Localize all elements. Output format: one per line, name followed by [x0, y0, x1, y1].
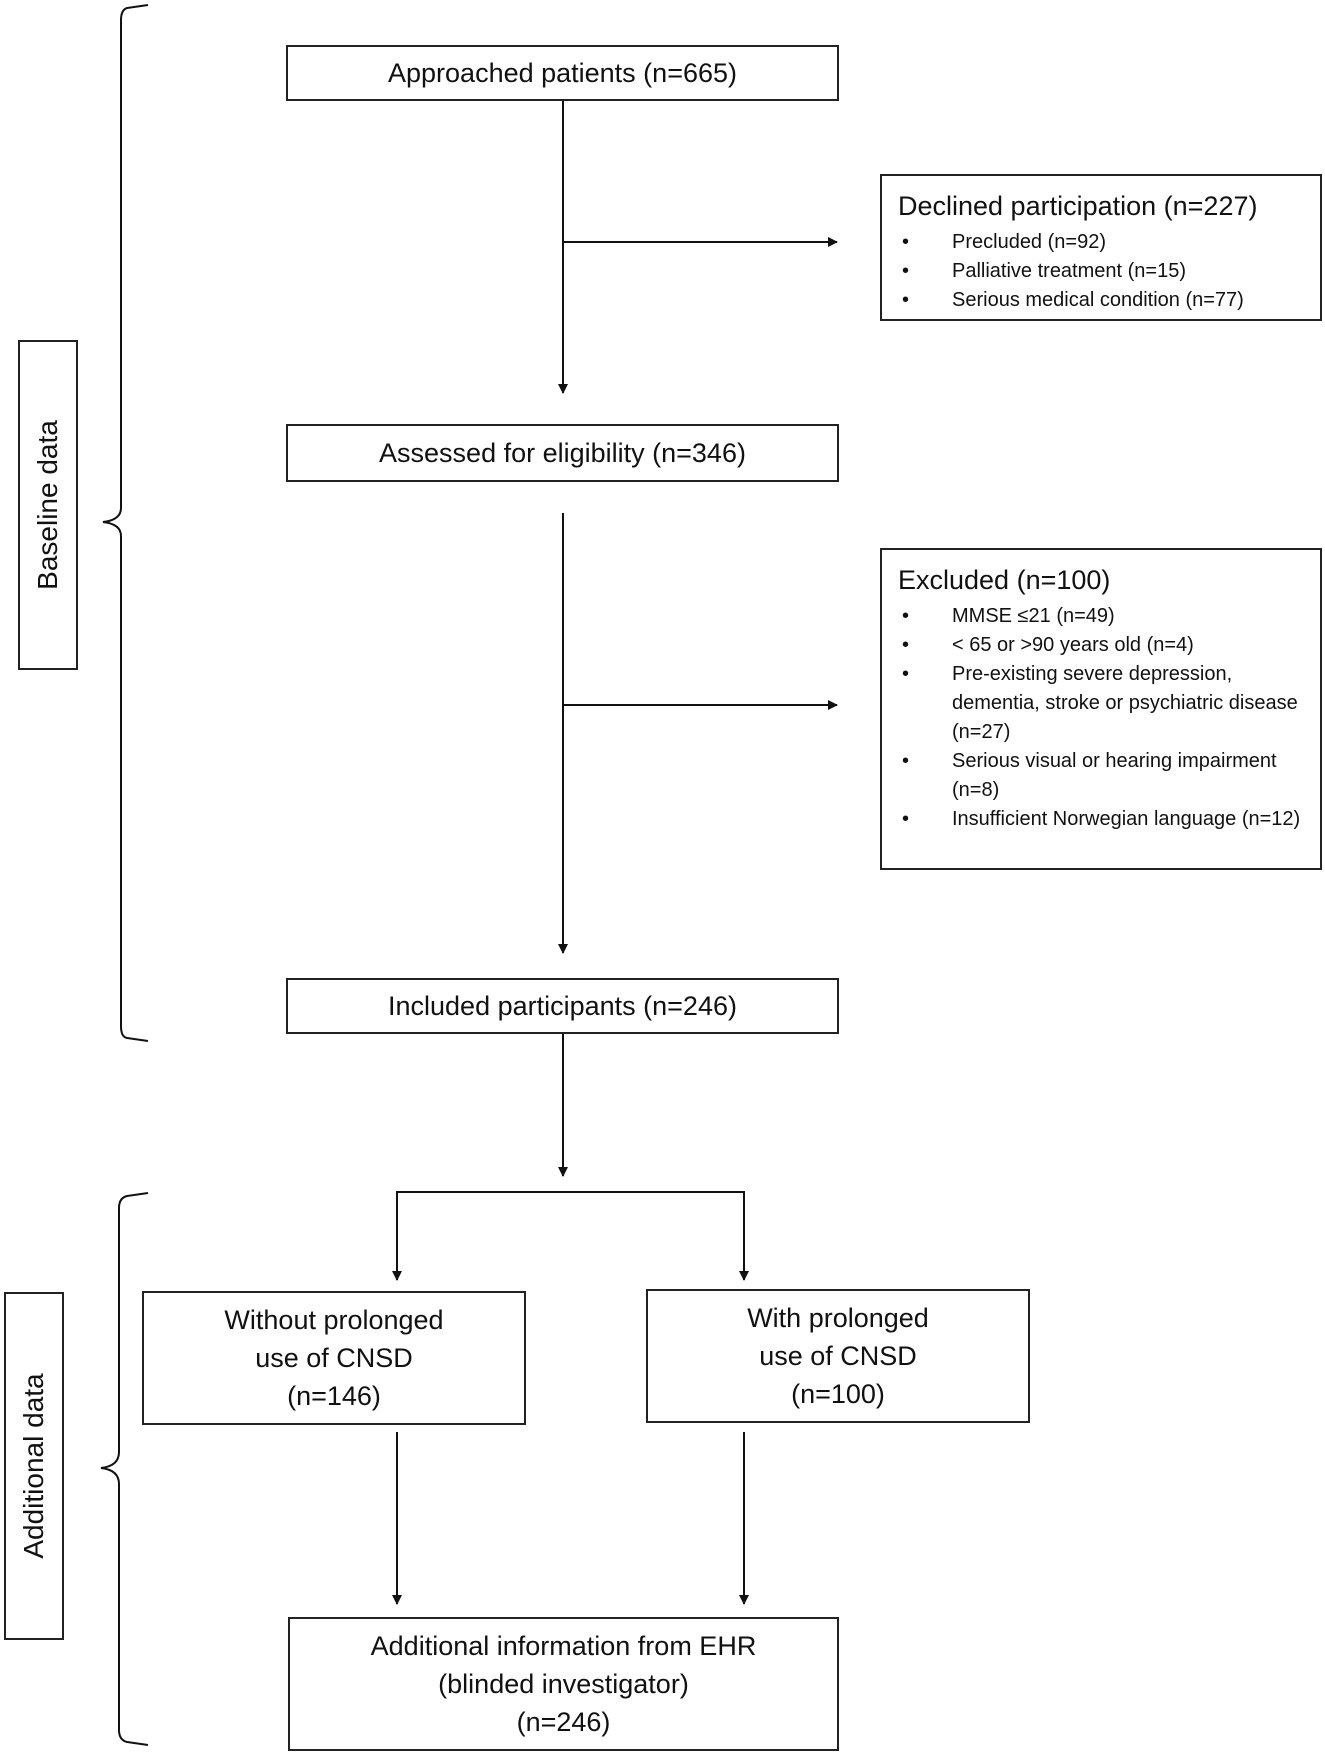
declined-item: • Precluded (n=92) [898, 228, 1304, 257]
included-participants-box: Included participants (n=246) [286, 978, 839, 1034]
declined-item-text: Palliative treatment (n=15) [952, 260, 1187, 282]
with-cnsd-line3: (n=100) [791, 1379, 885, 1409]
excluded-item: • MMSE ≤21 (n=49) [898, 602, 1304, 631]
excluded-item-text: Insufficient Norwegian language (n=12) [952, 808, 1301, 830]
with-cnsd-line2: use of CNSD [759, 1341, 917, 1371]
approached-patients-box: Approached patients (n=665) [286, 45, 839, 101]
ehr-box: Additional information from EHR (blinded… [288, 1617, 839, 1751]
declined-item-text: Serious medical condition (n=77) [952, 289, 1244, 311]
approached-patients-text: Approached patients (n=665) [388, 58, 737, 88]
additional-data-label-box: Additional data [4, 1292, 64, 1640]
declined-participation-box: Declined participation (n=227) • Preclude… [880, 174, 1322, 321]
excluded-item: • < 65 or >90 years old (n=4) [898, 631, 1304, 660]
declined-item-text: Precluded (n=92) [952, 231, 1106, 253]
brace-baseline [102, 4, 149, 1042]
additional-data-label: Additional data [18, 1373, 49, 1559]
split-line [396, 1191, 745, 1279]
bullet: • [902, 808, 910, 830]
excluded-item: • Serious visual or hearing impairment (n… [898, 747, 1304, 805]
without-cnsd-line2: use of CNSD [255, 1343, 413, 1373]
without-cnsd-box: Without prolonged use of CNSD (n=146) [142, 1291, 526, 1425]
declined-title: Declined participation (n=227) [898, 191, 1258, 221]
included-participants-text: Included participants (n=246) [388, 991, 737, 1021]
with-cnsd-box: With prolonged use of CNSD (n=100) [646, 1289, 1030, 1423]
declined-list: • Precluded (n=92) • Palliative treatment … [898, 228, 1304, 315]
excluded-item-text: Pre-existing severe depression, dementia… [952, 663, 1298, 743]
bullet: • [902, 231, 910, 253]
assessed-eligibility-text: Assessed for eligibility (n=346) [379, 438, 746, 468]
bullet: • [902, 260, 910, 282]
excluded-list: • MMSE ≤21 (n=49) • < 65 or >90 years old … [898, 602, 1304, 834]
brace-additional [100, 1192, 149, 1746]
excluded-item: • Pre-existing severe depression, dementi… [898, 660, 1304, 747]
bullet: • [902, 289, 910, 311]
ehr-line3: (n=246) [516, 1707, 611, 1737]
declined-item: • Palliative treatment (n=15) [898, 257, 1304, 286]
without-cnsd-line1: Without prolonged [224, 1305, 444, 1335]
declined-item: • Serious medical condition (n=77) [898, 286, 1304, 315]
excluded-box: Excluded (n=100) • MMSE ≤21 (n=49) • < 65 … [880, 548, 1322, 870]
with-cnsd-line1: With prolonged [747, 1303, 929, 1333]
ehr-line2: (blinded investigator) [438, 1669, 689, 1699]
bullet: • [902, 750, 910, 772]
bullet: • [902, 605, 910, 627]
ehr-line1: Additional information from EHR [370, 1631, 757, 1661]
bullet: • [902, 634, 910, 656]
excluded-item-text: MMSE ≤21 (n=49) [952, 605, 1115, 627]
excluded-title: Excluded (n=100) [898, 565, 1111, 595]
bullet: • [902, 663, 910, 685]
baseline-data-label-box: Baseline data [18, 340, 78, 670]
excluded-item: • Insufficient Norwegian language (n=12) [898, 805, 1304, 834]
excluded-item-text: < 65 or >90 years old (n=4) [952, 634, 1194, 656]
excluded-item-text: Serious visual or hearing impairment (n=… [952, 750, 1277, 801]
assessed-eligibility-box: Assessed for eligibility (n=346) [286, 424, 839, 482]
baseline-data-label: Baseline data [32, 420, 63, 590]
without-cnsd-line3: (n=146) [287, 1381, 381, 1411]
